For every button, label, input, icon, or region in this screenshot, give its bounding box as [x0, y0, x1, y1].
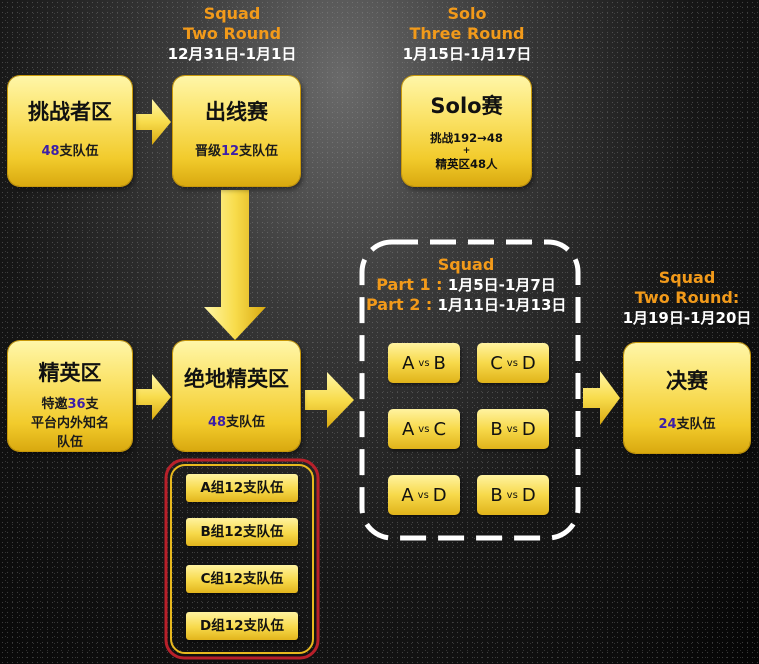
solo-mode: Solo: [447, 4, 487, 23]
challenger-count: 48支队伍: [8, 140, 132, 159]
group-stage-frame: [359, 239, 581, 541]
elite-title: 精英区: [38, 361, 102, 385]
solo-date: 1月15日-1月17日: [402, 45, 532, 63]
solo-plus: +: [462, 146, 471, 156]
part2-label: Part 2 :: [366, 295, 433, 314]
solo-rounds: Three Round: [409, 24, 525, 43]
final-box: 决赛 24支队伍: [624, 343, 750, 453]
elite-invited-number: 36: [67, 397, 86, 412]
group-item-b: B组12支队伍: [186, 518, 298, 546]
jedi-count-number: 48: [207, 415, 227, 430]
solo-challenge: 挑战192→48: [430, 131, 503, 145]
elite-invited: 特邀36支: [8, 393, 132, 412]
jedi-count-suffix: 支队伍: [226, 415, 266, 430]
group-list-frame-inner: [170, 464, 314, 654]
jedi-count: 48支队伍: [173, 411, 300, 430]
part2-date: 1月11日-1月13日: [437, 296, 567, 314]
arrow-qualifier-to-jedi: [204, 190, 266, 340]
group-stage-part2: Part 2 : 1月11日-1月13日: [366, 295, 566, 315]
qualifier-stage-label: Squad Two Round 12月31日-1月1日: [164, 4, 300, 64]
jedi-box: 绝地精英区 48支队伍: [173, 341, 300, 451]
solo-stage-label: Solo Three Round 1月15日-1月17日: [392, 4, 542, 64]
elite-invited-prefix: 特邀: [41, 397, 68, 412]
elite-box: 精英区 特邀36支 平台内外知名 队伍: [8, 341, 132, 451]
final-rounds: Two Round:: [634, 288, 740, 307]
elite-invited-suffix: 支: [85, 397, 99, 412]
qualifier-advance-suffix: 支队伍: [239, 144, 279, 159]
arrow-elite-to-jedi: [136, 374, 171, 420]
qualifier-advance-number: 12: [220, 144, 240, 159]
final-title: 决赛: [666, 369, 708, 393]
final-stage-label: Squad Two Round: 1月19日-1月20日: [612, 268, 759, 328]
group-stage-label: Squad Part 1 : 1月5日-1月7日 Part 2 : 1月11日-…: [366, 255, 566, 315]
solo-elite: 精英区48人: [435, 157, 498, 171]
final-mode: Squad: [658, 268, 716, 287]
part1-label: Part 1 :: [376, 275, 443, 294]
final-count: 24支队伍: [624, 413, 750, 432]
solo-box: Solo赛 挑战192→48 + 精英区48人: [402, 76, 531, 186]
arrow-challenger-to-qualifier: [136, 99, 171, 145]
final-date: 1月19日-1月20日: [622, 309, 752, 327]
qualifier-mode: Squad: [203, 4, 261, 23]
group-list-frame-outer: [164, 458, 320, 660]
group-stage-mode: Squad: [437, 255, 495, 274]
group-item-a: A组12支队伍: [186, 474, 298, 502]
qualifier-date: 12月31日-1月1日: [167, 45, 297, 63]
final-count-suffix: 支队伍: [676, 417, 716, 432]
challenger-count-suffix: 支队伍: [59, 144, 99, 159]
final-count-number: 24: [658, 417, 677, 432]
challenger-count-number: 48: [41, 144, 60, 159]
part1-date: 1月5日-1月7日: [447, 276, 556, 294]
elite-desc-line3: 队伍: [56, 435, 83, 450]
qualifier-title: 出线赛: [205, 100, 268, 124]
qualifier-box: 出线赛 晋级12支队伍: [173, 76, 300, 186]
arrow-jedi-to-groupstage: [305, 372, 354, 428]
jedi-title: 绝地精英区: [184, 367, 289, 391]
group-item-d: D组12支队伍: [186, 612, 298, 640]
arrow-groupstage-to-final: [583, 371, 620, 425]
group-item-c: C组12支队伍: [186, 565, 298, 593]
challenger-box: 挑战者区 48支队伍: [8, 76, 132, 186]
qualifier-advance-prefix: 晋级: [194, 144, 221, 159]
qualifier-rounds: Two Round: [182, 24, 282, 43]
challenger-title: 挑战者区: [28, 100, 112, 124]
group-stage-part1: Part 1 : 1月5日-1月7日: [366, 275, 566, 295]
elite-desc-line2: 平台内外知名: [30, 416, 109, 431]
qualifier-advance: 晋级12支队伍: [173, 140, 300, 159]
solo-title: Solo赛: [430, 94, 503, 118]
